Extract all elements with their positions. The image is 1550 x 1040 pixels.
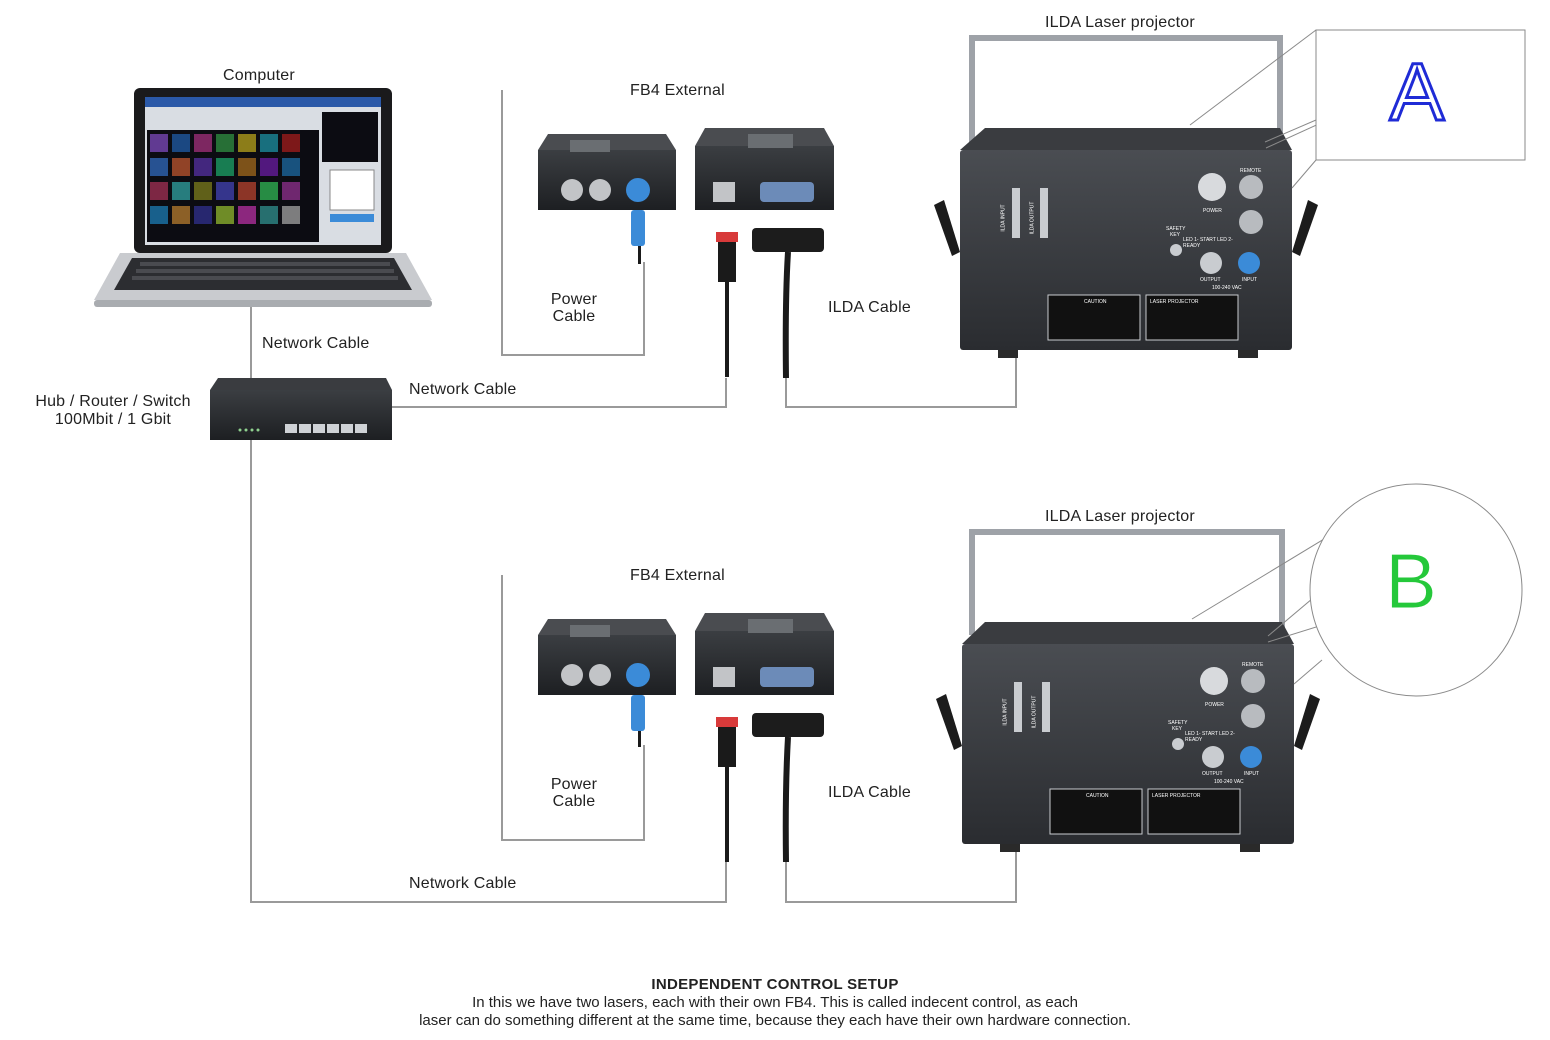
projector-b-safety-key-1: SAFETY — [1168, 720, 1188, 726]
computer-label: Computer — [223, 67, 295, 84]
projector-a-remote-label: REMOTE — [1240, 168, 1262, 174]
projector-b-laser-projector-label: LASER PROJECTOR — [1152, 793, 1201, 799]
projector-b-caution-label: CAUTION — [1086, 793, 1109, 799]
network-switch — [210, 378, 392, 440]
projector-a-safety-key-1: SAFETY — [1166, 226, 1186, 232]
power-cable-b-line — [501, 575, 645, 841]
fb4-a-power-unit — [538, 134, 676, 264]
ilda-cable-b-label: ILDA Cable — [828, 784, 911, 801]
projector-a-laser-projector-label: LASER PROJECTOR — [1150, 299, 1199, 305]
ilda-cable-a-label: ILDA Cable — [828, 299, 911, 316]
fb4-a-control-unit — [695, 128, 834, 379]
fb4-b-label: FB4 External — [630, 567, 725, 584]
projection-b-letter: B — [1384, 537, 1438, 626]
power-cable-a-label-line2: Cable — [552, 308, 596, 325]
network-cable-top-label: Network Cable — [262, 335, 370, 352]
caption-line2: laser can do something different at the … — [419, 1012, 1131, 1029]
network-cable-b-label: Network Cable — [409, 875, 517, 892]
projector-a — [934, 29, 1526, 358]
network-cable-hub-fb4-b — [250, 440, 727, 903]
power-cable-b-label-line2: Cable — [552, 793, 596, 810]
power-cable-b-label-line1: Power — [550, 776, 598, 793]
projector-b-remote-label: REMOTE — [1242, 662, 1264, 668]
projector-b-ilda-output-label: ILDA OUTPUT — [1031, 695, 1038, 729]
projector-a-vac-label: 100-240 VAC — [1212, 285, 1242, 291]
projector-b-vac-label: 100-240 VAC — [1214, 779, 1244, 785]
fb4-b-power-unit — [538, 619, 676, 747]
projector-b-input-label: INPUT — [1244, 771, 1259, 777]
projector-b-ilda-input-label: ILDA INPUT — [1002, 698, 1009, 726]
projector-b-safety-key-2: KEY — [1172, 726, 1183, 732]
hub-label-line2: 100Mbit / 1 Gbit — [54, 411, 172, 428]
projector-a-ilda-input-label: ILDA INPUT — [1000, 204, 1007, 232]
projector-a-input-label: INPUT — [1242, 277, 1257, 283]
power-cable-a-line — [501, 90, 645, 356]
projector-a-caution-label: CAUTION — [1084, 299, 1107, 305]
projector-a-ilda-output-label: ILDA OUTPUT — [1029, 201, 1036, 235]
projector-a-label: ILDA Laser projector — [1045, 14, 1195, 31]
projector-a-output-label: OUTPUT — [1200, 277, 1221, 283]
power-cable-a-label-line1: Power — [550, 291, 598, 308]
projection-a-letter: A — [1388, 46, 1446, 139]
network-cable-a-label: Network Cable — [409, 381, 517, 398]
projector-b — [936, 483, 1523, 852]
caption: INDEPENDENT CONTROL SETUP In this we hav… — [0, 976, 1550, 1030]
projector-b-power-label: POWER — [1205, 702, 1224, 708]
fb4-b-control-unit — [695, 613, 834, 863]
projector-a-safety-key-2: KEY — [1170, 232, 1181, 238]
hub-label-line1: Hub / Router / Switch — [35, 393, 191, 410]
caption-title: INDEPENDENT CONTROL SETUP — [651, 976, 899, 993]
projector-b-label: ILDA Laser projector — [1045, 508, 1195, 525]
projector-b-output-label: OUTPUT — [1202, 771, 1223, 777]
projector-a-power-label: POWER — [1203, 208, 1222, 214]
projector-b-led-label: LED 1- START LED 2- READY — [1185, 731, 1235, 743]
projector-a-led-label: LED 1- START LED 2- READY — [1183, 237, 1233, 249]
caption-line1: In this we have two lasers, each with th… — [472, 994, 1078, 1011]
network-cable-hub-fb4-a — [392, 378, 727, 408]
laptop-computer — [94, 88, 432, 307]
fb4-a-label: FB4 External — [630, 82, 725, 99]
